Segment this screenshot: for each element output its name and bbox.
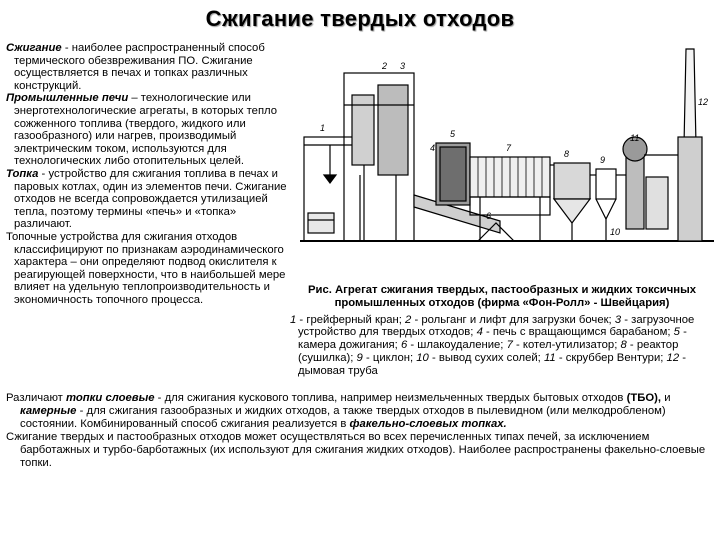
text-run: и — [661, 392, 671, 404]
term-industrial-furnaces: Промышленные печи — [6, 92, 129, 105]
paragraph-solid-waste-combustion: Сжигание твердых и пастообразных отходов… — [6, 430, 706, 469]
definition-firebox: Топка - устройство для сжигания топлива … — [6, 168, 288, 231]
legend-number: 11 — [543, 351, 556, 364]
page-title: Сжигание твердых отходов — [205, 6, 515, 31]
callout-4: 4 — [430, 143, 435, 153]
text-run: Различают — [6, 392, 66, 404]
legend-text: - печь с вращающимся барабаном; — [482, 326, 674, 339]
legend-text: - реактор (сушилка); — [298, 339, 679, 364]
callout-7: 7 — [506, 143, 512, 153]
definition-industrial-furnaces: Промышленные печи – технологические или … — [6, 92, 288, 168]
callout-2: 2 — [381, 61, 387, 71]
term-flare-layer-furnaces: факельно-слоевых топках. — [349, 417, 507, 430]
bottom-text: Различают топки слоевые - для сжигания к… — [6, 392, 714, 469]
legend-number: 2 — [405, 313, 412, 326]
incineration-unit-drawing: 1 2 3 4 5 6 7 8 9 10 11 12 — [300, 48, 714, 242]
text-run: - для сжигания кускового топлива, наприм… — [154, 392, 627, 404]
callout-5: 5 — [450, 129, 456, 139]
legend-text: - грейферный кран; — [296, 313, 406, 326]
legend-text: - скруббер Вентури; — [555, 351, 667, 364]
callout-11: 11 — [630, 133, 639, 143]
legend-text: - котел-утилизатор; — [512, 339, 621, 352]
caption-legend: 1 - грейферный кран; 2 - рольганг и лифт… — [290, 314, 714, 378]
legend-number: 12 — [666, 351, 680, 364]
legend-text: - шлакоудаление; — [407, 339, 507, 352]
term-combustion: Сжигание — [6, 42, 62, 54]
definitions-column: Сжигание - наиболее распространенный спо… — [6, 42, 288, 306]
legend-number: 6 — [400, 339, 408, 352]
legend-text: - циклон; — [362, 351, 417, 364]
definition-combustion: Сжигание - наиболее распространенный спо… — [6, 42, 288, 92]
term-firebox: Топка — [6, 167, 39, 180]
paragraph-classification: Топочные устройства для сжигания отходов… — [6, 230, 286, 306]
legend-number: 10 — [416, 351, 429, 364]
callout-12: 12 — [698, 97, 708, 107]
legend-number: 7 — [506, 339, 513, 352]
callout-3: 3 — [400, 61, 405, 71]
term-layer-furnaces: топки слоевые — [65, 392, 155, 404]
legend-number: 5 — [673, 326, 680, 339]
legend-number: 9 — [356, 351, 363, 364]
term-tbo: (ТБО), — [626, 392, 662, 404]
figure-caption: Рис. Агрегат сжигания твердых, пастообра… — [290, 284, 714, 378]
callout-8: 8 — [564, 149, 569, 159]
paragraph-furnace-types: Различают топки слоевые - для сжигания к… — [6, 392, 714, 431]
definition-text: - устройство для сжигания топлива в печа… — [14, 167, 287, 231]
legend-text: - дымовая труба — [298, 351, 687, 377]
legend-text: - камера дожигания; — [298, 326, 687, 352]
definition-text: – технологические или энерготехнологичес… — [14, 92, 278, 168]
term-chamber-furnaces: камерные — [20, 404, 77, 417]
text-run: - для сжигания газообразных и жидких отх… — [20, 404, 666, 430]
legend-text: - рольганг и лифт для загрузки бочек; — [411, 313, 615, 326]
callout-10: 10 — [610, 227, 620, 237]
legend-text: - загрузочное устройство для твердых отх… — [298, 313, 695, 339]
definition-text: - наиболее распространенный способ терми… — [14, 42, 265, 92]
caption-title: Рис. Агрегат сжигания твердых, пастообра… — [307, 284, 697, 309]
callout-1: 1 — [320, 123, 325, 133]
legend-text: - вывод сухих солей; — [428, 351, 544, 364]
legend-number: 4 — [476, 326, 483, 339]
callout-9: 9 — [600, 155, 605, 165]
legend-number: 3 — [614, 313, 622, 326]
callout-6: 6 — [486, 211, 491, 221]
legend-number: 8 — [620, 339, 627, 352]
legend-number: 1 — [290, 313, 297, 326]
